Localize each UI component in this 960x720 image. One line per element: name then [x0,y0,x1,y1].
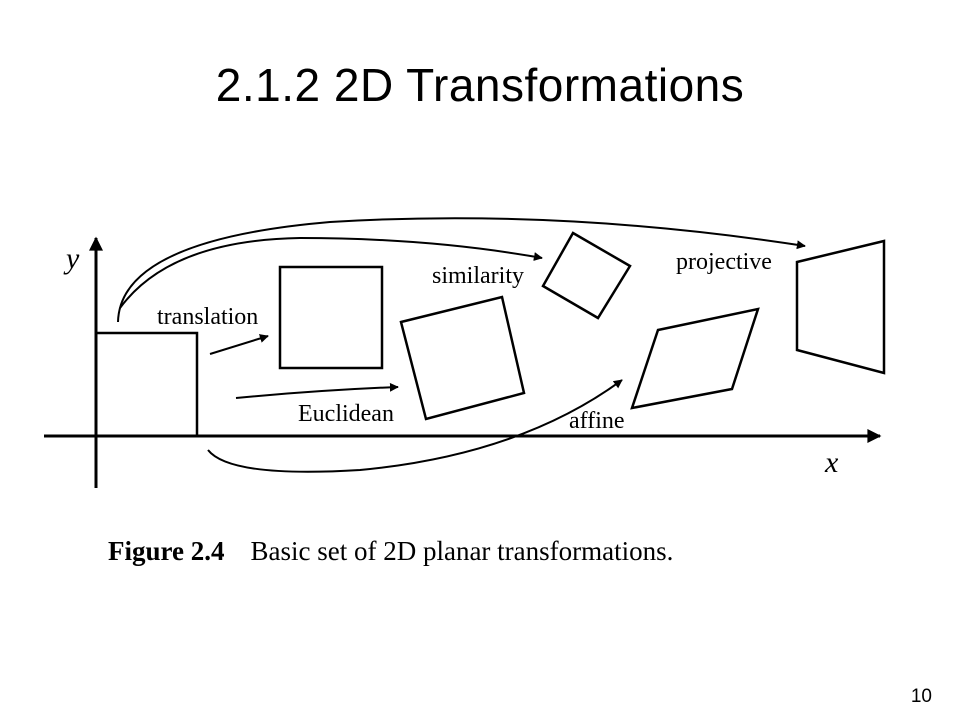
figure-caption: Figure 2.4 Basic set of 2D planar transfo… [108,536,673,567]
affine-arrow [207,379,623,473]
slide-title: 2.1.2 2D Transformations [215,59,745,111]
y-axis-label: y [63,242,80,275]
projective-arrow [117,217,806,323]
original-square [94,331,199,438]
caption-text: Basic set of 2D planar transformations. [250,536,674,566]
translation-arrow [209,334,269,355]
x-axis-label: x [824,446,839,479]
projective-label: projective [676,249,772,275]
similarity-square [541,231,632,320]
translation-label: translation [157,304,258,330]
euclidean-square [399,295,526,421]
euclidean-label: Euclidean [298,401,394,427]
translated-square [278,265,384,370]
euclidean-arrow [235,382,399,399]
affine-label: affine [569,408,625,434]
projective-quad [795,239,886,375]
similarity-arrow [119,236,543,309]
figure-label: Figure 2.4 [108,536,225,566]
similarity-label: similarity [432,263,524,289]
page-number: 10 [910,686,932,707]
affine-parallelogram [630,307,760,410]
